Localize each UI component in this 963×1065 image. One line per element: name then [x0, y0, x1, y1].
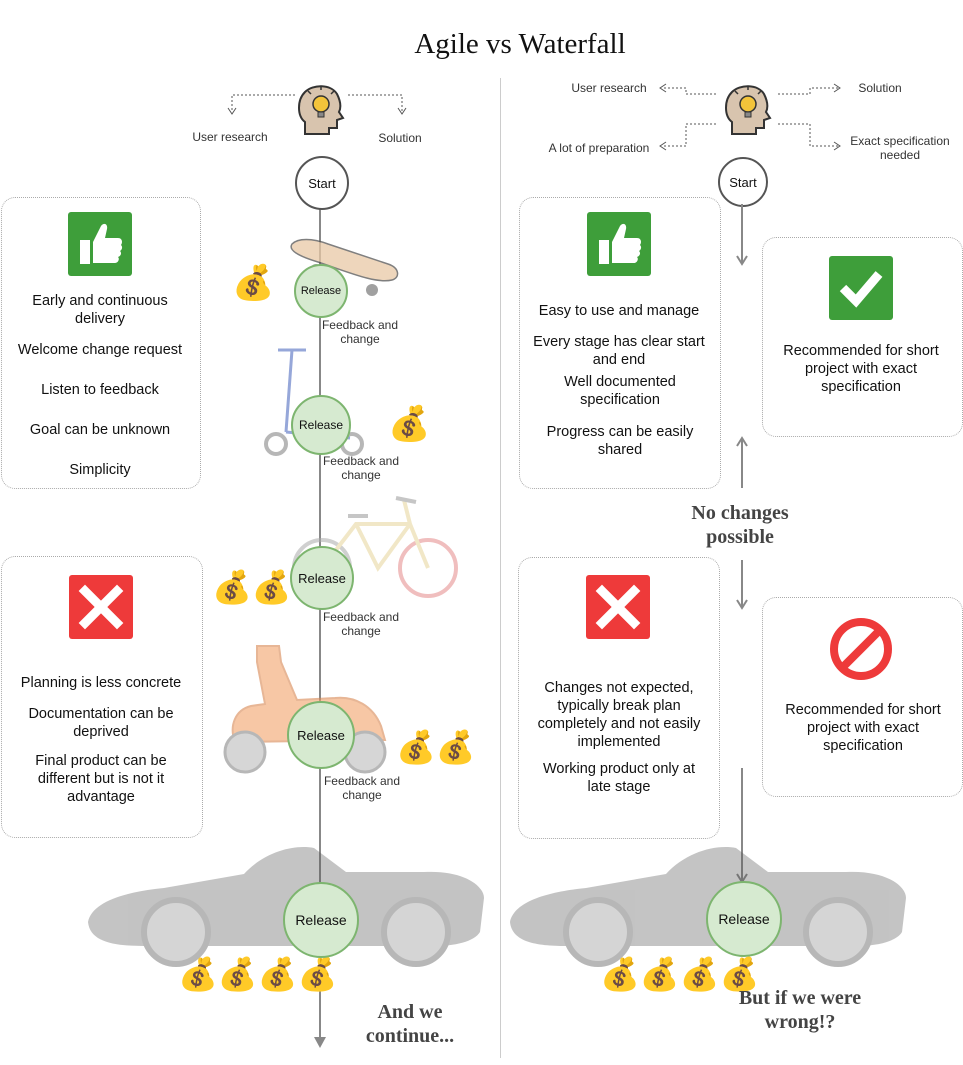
- cross-icon: [69, 575, 133, 639]
- agile-footer-text: And we continue...: [365, 1001, 455, 1047]
- agile-start-node: Start: [295, 156, 349, 210]
- page-title: Agile vs Waterfall: [414, 28, 626, 60]
- waterfall-preparation-label: A lot of preparation: [548, 141, 650, 155]
- waterfall-recommend-yes-text: Recommended for short project with exact…: [783, 343, 939, 395]
- waterfall-release-node: Release: [706, 881, 782, 957]
- agile-solution-label: Solution: [378, 131, 422, 145]
- agile-release-node-5: Release: [283, 882, 359, 958]
- ban-icon: [830, 618, 892, 680]
- money-bag-group-1: 💰: [232, 264, 275, 302]
- agile-release-node-3: Release: [290, 546, 354, 610]
- agile-idea-arrows: [227, 94, 407, 115]
- waterfall-idea-arrows: [659, 83, 841, 151]
- waterfall-footer-text: But if we were wrong!?: [738, 987, 862, 1033]
- waterfall-con-1: Changes not expected, typically break pl…: [537, 680, 701, 750]
- waterfall-solution-label: Solution: [858, 81, 902, 95]
- agile-feedback-label-2: Feedback and change: [322, 454, 400, 482]
- waterfall-no-changes-text: No changes possible: [691, 502, 789, 548]
- agile-pro-5: Simplicity: [69, 462, 131, 478]
- column-divider: [500, 78, 501, 1058]
- waterfall-recommend-no-text: Recommended for short project with exact…: [785, 702, 941, 754]
- checkmark-icon: [829, 256, 893, 320]
- waterfall-cross-icon: [586, 575, 650, 639]
- agile-release-node-2: Release: [291, 395, 351, 455]
- thumbs-up-icon: [68, 212, 132, 276]
- agile-release-node-1: Release: [294, 264, 348, 318]
- waterfall-money-bags: 💰💰💰💰: [600, 956, 760, 992]
- waterfall-flow-arrows: [736, 204, 748, 884]
- agile-feedback-label-3: Feedback and change: [322, 610, 400, 638]
- waterfall-sports-car-icon: [510, 847, 906, 967]
- sports-car-icon: [88, 847, 484, 967]
- agile-pro-2: Welcome change request: [17, 342, 183, 358]
- money-bag-group-3: 💰💰: [212, 569, 292, 605]
- agile-user-research-label: User research: [192, 130, 268, 144]
- waterfall-pro-3: Well documented specification: [564, 374, 676, 408]
- waterfall-pro-2: Every stage has clear start and end: [533, 334, 705, 368]
- agile-release-node-4: Release: [287, 701, 355, 769]
- waterfall-pro-4: Progress can be easily shared: [546, 424, 694, 458]
- agile-pro-3: Listen to feedback: [41, 382, 159, 398]
- waterfall-exact-spec-label: Exact specification needed: [850, 134, 950, 162]
- waterfall-idea-head-icon: [722, 82, 772, 141]
- waterfall-pro-1: Easy to use and manage: [538, 303, 700, 319]
- waterfall-con-2: Working product only at late stage: [542, 761, 696, 795]
- agile-pro-1: Early and continuous delivery: [32, 293, 168, 327]
- agile-flow-arrowhead: [314, 1037, 326, 1048]
- waterfall-recommend-no-panel: [762, 597, 963, 797]
- waterfall-user-research-label: User research: [571, 81, 647, 95]
- idea-head-icon: [295, 82, 345, 141]
- agile-con-1: Planning is less concrete: [20, 675, 182, 691]
- agile-con-3: Final product can be different but is no…: [35, 753, 167, 805]
- agile-feedback-label-4: Feedback and change: [323, 774, 401, 802]
- agile-con-2: Documentation can be deprived: [28, 706, 174, 740]
- money-bag-group-4: 💰💰: [396, 729, 476, 765]
- agile-pro-4: Goal can be unknown: [29, 422, 171, 438]
- agile-feedback-label-1: Feedback and change: [321, 318, 399, 346]
- money-bag-group-5: 💰💰💰💰: [178, 956, 338, 992]
- agile-flow-line: [319, 206, 321, 1040]
- waterfall-thumbs-up-icon: [587, 212, 651, 276]
- money-bag-group-2: 💰: [388, 405, 431, 443]
